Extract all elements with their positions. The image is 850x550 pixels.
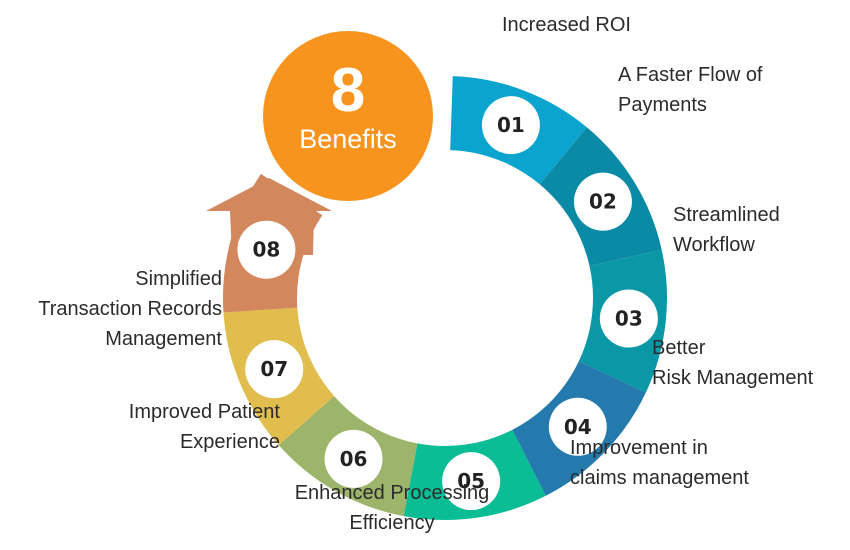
segment-number-01: 01: [481, 96, 540, 155]
label-02: A Faster Flow of Payments: [618, 64, 763, 116]
label-07: Improved Patient Experience: [128, 401, 280, 453]
number-text: 07: [260, 357, 288, 381]
number-circle: [548, 397, 607, 456]
segment-number-02: 02: [573, 172, 632, 231]
number-circle: [599, 289, 658, 348]
label-04: Better Risk Management: [652, 337, 814, 389]
number-text: 01: [497, 113, 525, 137]
label-03: Streamlined Workflow: [673, 204, 780, 256]
number-text: 02: [589, 190, 617, 214]
number-circle: [481, 96, 540, 155]
number-circle: [442, 452, 501, 511]
center-label: Benefits: [299, 124, 397, 154]
number-circle: [573, 172, 632, 231]
number-text: 03: [615, 307, 643, 331]
label-06: Enhanced Processing Efficiency: [294, 482, 490, 534]
center-benefits-badge: 8 Benefits: [263, 31, 433, 201]
number-text: 08: [252, 238, 280, 262]
segment-number-08: 08: [237, 220, 296, 279]
number-text: 05: [457, 469, 485, 493]
center-number: 8: [331, 56, 365, 125]
label-08: Simplified Transaction Records Managemen…: [38, 268, 222, 350]
segment-number-07: 07: [245, 340, 304, 399]
label-05: Improvement in claims management: [570, 437, 749, 489]
cycle-arrow-head: [206, 178, 332, 255]
segment-number-circles: 01 02 03 04 05 06 07 08: [237, 96, 658, 511]
segment-number-03: 03: [599, 289, 658, 348]
segment-number-06: 06: [324, 429, 383, 488]
label-01: Increased ROI: [502, 14, 631, 36]
number-circle: [245, 340, 304, 399]
number-circle: [324, 429, 383, 488]
center-circle: [263, 31, 433, 201]
number-text: 06: [340, 447, 368, 471]
number-circle: [237, 220, 296, 279]
segment-number-04: 04: [548, 397, 607, 456]
segment-number-05: 05: [442, 452, 501, 511]
number-text: 04: [564, 415, 592, 439]
